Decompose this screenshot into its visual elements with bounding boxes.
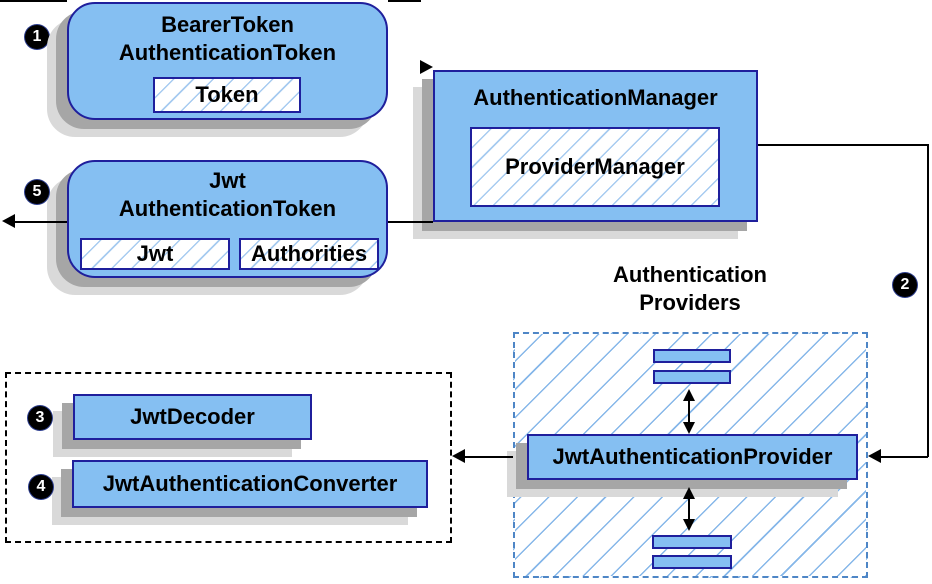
- authentication-manager-title: AuthenticationManager: [473, 85, 718, 110]
- jwt-token-title-line1: Jwt: [209, 168, 246, 193]
- step-2-badge: 2: [893, 273, 917, 297]
- step-5-badge: 5: [25, 180, 49, 204]
- provider-placeholder-bar-3: [652, 535, 732, 549]
- decoder-converter-group: [5, 372, 452, 543]
- step-4-badge: 4: [29, 475, 53, 499]
- jwt-authentication-provider-box: JwtAuthenticationProvider: [527, 434, 858, 480]
- jwt-field: Jwt: [80, 238, 230, 270]
- step-3-badge: 3: [28, 406, 52, 430]
- manager-to-provider-line-vertical: [927, 144, 929, 457]
- provider-to-decoder-arrowhead-icon: [452, 449, 465, 463]
- bearer-to-manager-line: [388, 0, 421, 2]
- manager-to-provider-line-top: [758, 144, 928, 146]
- outgoing-result-arrowhead-icon: [2, 214, 15, 228]
- manager-to-jwt-token-line: [388, 221, 433, 223]
- top-double-arrow-line: [688, 399, 690, 424]
- bottom-double-arrow-line: [688, 497, 690, 521]
- provider-placeholder-bar-4: [652, 555, 732, 569]
- jwt-authentication-converter-box: JwtAuthenticationConverter: [72, 460, 428, 508]
- bearer-token-authentication-token-box: BearerToken AuthenticationToken Token: [67, 2, 388, 120]
- authorities-field: Authorities: [239, 238, 379, 270]
- authentication-providers-label: Authentication Providers: [565, 261, 815, 317]
- top-double-arrow-down-icon: [683, 422, 695, 434]
- top-double-arrow-up-icon: [683, 389, 695, 401]
- bearer-token-title-line2: AuthenticationToken: [118, 40, 337, 65]
- authentication-providers-label-line2: Providers: [639, 290, 741, 315]
- provider-placeholder-bar-2: [653, 370, 731, 384]
- bottom-double-arrow-down-icon: [683, 519, 695, 531]
- provider-to-decoder-line: [464, 456, 513, 458]
- bearer-token-title-line1: BearerToken: [161, 12, 294, 37]
- manager-to-provider-arrowhead-icon: [868, 449, 881, 463]
- bottom-double-arrow-up-icon: [683, 487, 695, 499]
- manager-to-provider-line-bottom: [880, 456, 928, 458]
- outgoing-result-line: [14, 221, 67, 223]
- incoming-request-line: [0, 0, 67, 2]
- jwt-decoder-box: JwtDecoder: [73, 394, 312, 440]
- bearer-to-manager-arrowhead-icon: [420, 60, 433, 74]
- jwt-token-title-line2: AuthenticationToken: [118, 196, 337, 221]
- authentication-providers-label-line1: Authentication: [613, 262, 767, 287]
- step-1-badge: 1: [25, 25, 49, 49]
- authentication-manager-box: AuthenticationManager ProviderManager: [433, 70, 758, 222]
- token-field: Token: [153, 77, 301, 113]
- jwt-authentication-token-box: Jwt AuthenticationToken Jwt Authorities: [67, 160, 388, 278]
- provider-manager-field: ProviderManager: [470, 127, 720, 207]
- provider-placeholder-bar-1: [653, 349, 731, 363]
